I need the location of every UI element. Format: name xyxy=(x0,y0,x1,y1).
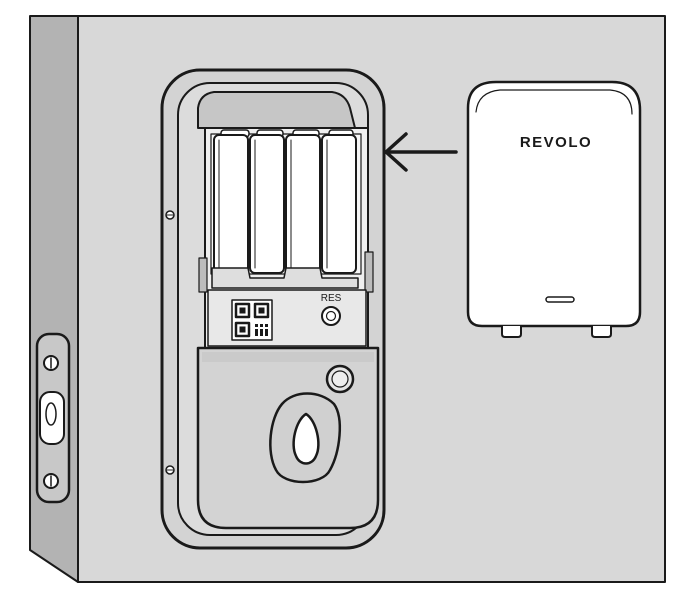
cover-tab-left xyxy=(501,325,522,338)
screw-icon xyxy=(165,210,175,220)
battery-icon xyxy=(213,129,250,274)
battery-icon xyxy=(249,129,285,274)
screw-icon xyxy=(165,465,175,475)
qr-code-icon xyxy=(231,299,273,341)
screw-icon xyxy=(43,355,59,371)
reset-button xyxy=(321,306,341,326)
battery-icon xyxy=(285,129,321,274)
smart-lock-body: RES xyxy=(160,68,386,550)
fingerprint-button xyxy=(325,364,355,394)
cover-release-slot xyxy=(545,296,575,303)
cover-tab-right xyxy=(591,325,612,338)
battery-cover: REVOLO xyxy=(466,80,642,338)
screw-icon xyxy=(43,473,59,489)
battery-icon xyxy=(321,129,357,274)
reset-button-label: RES xyxy=(321,293,342,304)
latch-plate xyxy=(35,332,71,504)
thumb-turn xyxy=(269,392,341,484)
brand-logo: REVOLO xyxy=(520,134,592,151)
batteries xyxy=(211,129,359,289)
insert-arrow-icon xyxy=(384,132,458,172)
